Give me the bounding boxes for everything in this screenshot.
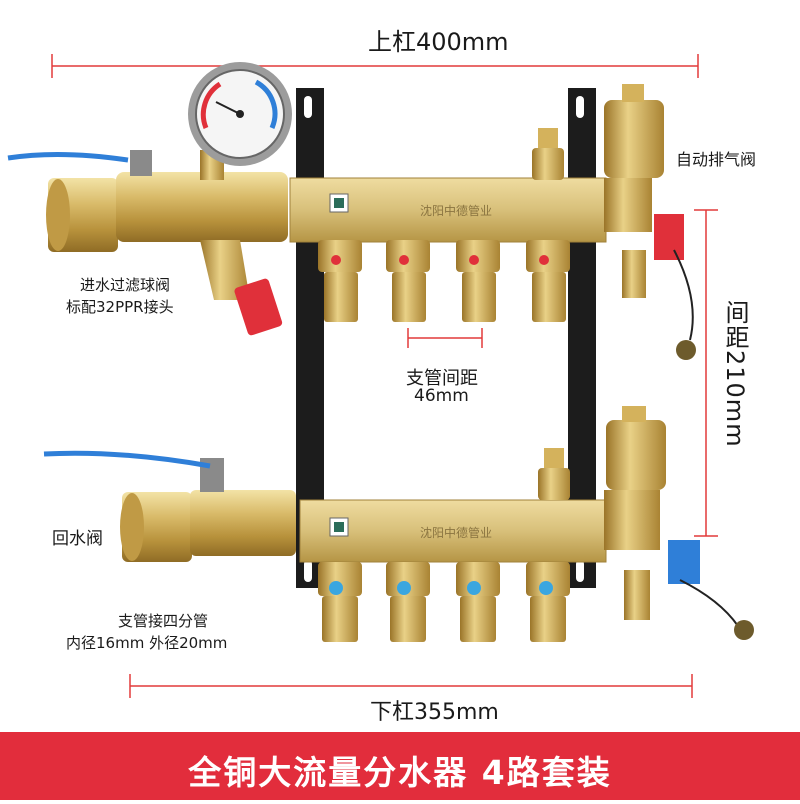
bottom-bleed-valve xyxy=(538,448,570,500)
bottom-bar-length-label: 下杠355mm xyxy=(370,700,499,725)
blue-ball-valve-handle xyxy=(43,450,211,469)
return-valve-label: 回水阀 xyxy=(52,529,103,549)
top-bar-engraving: 沈阳中德管业 xyxy=(420,203,492,218)
drain-valve-icon xyxy=(604,406,754,640)
top-branch-valves xyxy=(318,240,570,322)
promo-banner xyxy=(0,732,800,800)
inlet-fitting-label: 标配32PPR接头 xyxy=(66,298,174,316)
inlet-filter-valve xyxy=(7,150,288,336)
bar-spacing-label: 间距210mm xyxy=(721,300,749,448)
top-manifold-bar xyxy=(289,177,607,243)
air-vent-label: 自动排气阀 xyxy=(676,150,757,169)
branch-spacing-label: 支管间距 xyxy=(406,368,478,389)
return-valve xyxy=(43,450,296,562)
pressure-gauge-icon xyxy=(188,62,292,166)
branch-spacing-value: 46mm xyxy=(414,386,469,406)
bottom-bar-engraving: 沈阳中德管业 xyxy=(420,525,492,540)
promo-banner-text: 全铜大流量分水器 4路套装 xyxy=(188,753,612,792)
dimension-lines xyxy=(51,54,718,698)
top-bar-length-label: 上杠400mm xyxy=(368,28,509,56)
inlet-valve-label: 进水过滤球阀 xyxy=(80,276,171,294)
bottom-manifold-bar xyxy=(299,499,607,563)
red-ball-valve-handle xyxy=(7,151,129,163)
branch-pipe-size-label: 内径16mm 外径20mm xyxy=(66,634,228,652)
air-vent-icon xyxy=(604,84,696,360)
bottom-branch-valves xyxy=(318,562,570,642)
top-bleed-valve xyxy=(532,128,564,180)
branch-pipe-label: 支管接四分管 xyxy=(118,612,209,630)
